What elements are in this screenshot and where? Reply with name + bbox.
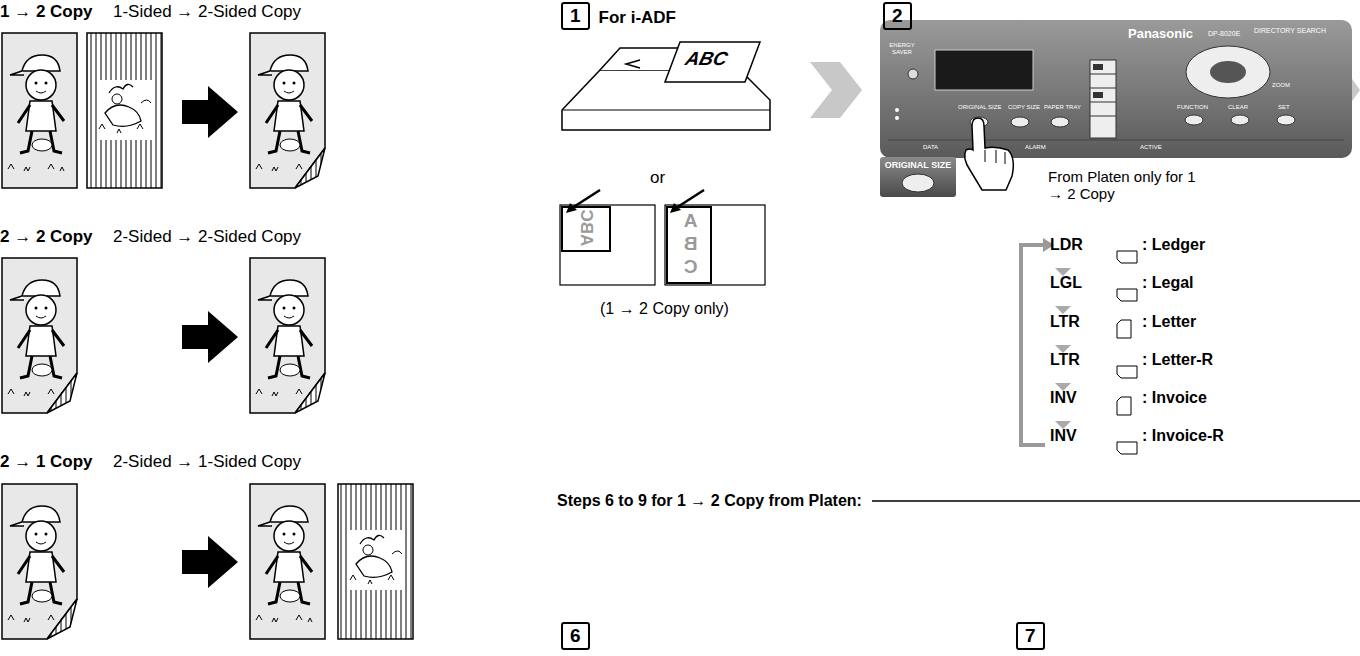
label: : Invoice [1142,389,1207,407]
label: ORIGINAL SIZE [958,104,1001,111]
label: INV [1050,427,1077,445]
label: or [650,168,665,188]
label: 1-Sided → 2-Sided Copy [113,2,301,22]
label: PAPER TRAY [1044,104,1081,111]
label: LTR [1050,351,1080,369]
label: From Platen only for 1 → 2 Copy [1048,168,1200,203]
label: 2-Sided → 1-Sided Copy [113,452,301,472]
label: (1 → 2 Copy only) [600,300,729,318]
step-number-box: 2 [883,2,912,30]
label: DP-8020E [1208,30,1240,38]
label: COPY SIZE [1008,104,1040,111]
label: ALARM [1025,144,1046,151]
label: ZOOM [1272,82,1290,89]
step-number: 2 [883,2,912,30]
label: ENERGY SAVER [888,42,916,55]
label: : Invoice-R [1142,427,1224,445]
panel-button: ORIGINAL SIZE [880,157,956,197]
label: 2 → 1 Copy [0,452,93,472]
label: ABC [577,209,597,246]
label: DATA [923,144,938,151]
label: 2 → 2 Copy [0,227,93,247]
step-number-box: 6 [561,622,590,650]
step-number: 1 [561,2,590,30]
label: : Legal [1142,274,1194,292]
label: DIRECTORY SEARCH [1254,27,1326,35]
button-label: ORIGINAL SIZE [880,157,956,170]
label: LGL [1050,274,1082,292]
label: CLEAR [1228,104,1248,111]
label: ABC [683,48,730,70]
label: Panasonic [1128,27,1193,42]
label: SET [1278,104,1290,111]
step-heading: For i-ADF [599,8,676,28]
step-number-box: 1 For i-ADF [561,2,676,30]
label: 2-Sided → 2-Sided Copy [113,227,301,247]
label: FUNCTION [1177,104,1208,111]
step-number: 7 [1016,622,1045,650]
label: ABC [681,210,700,278]
label: 1 → 2 Copy [0,2,93,22]
label: : Letter-R [1142,351,1213,369]
step-number: 6 [561,622,590,650]
label: : Letter [1142,313,1196,331]
label: ACTIVE [1140,144,1162,151]
label: LTR [1050,313,1080,331]
label: Steps 6 to 9 for 1 → 2 Copy from Platen: [557,492,862,510]
label: INV [1050,389,1077,407]
label: LDR [1050,236,1083,254]
step-number-box: 7 [1016,622,1045,650]
label: : Ledger [1142,236,1205,254]
